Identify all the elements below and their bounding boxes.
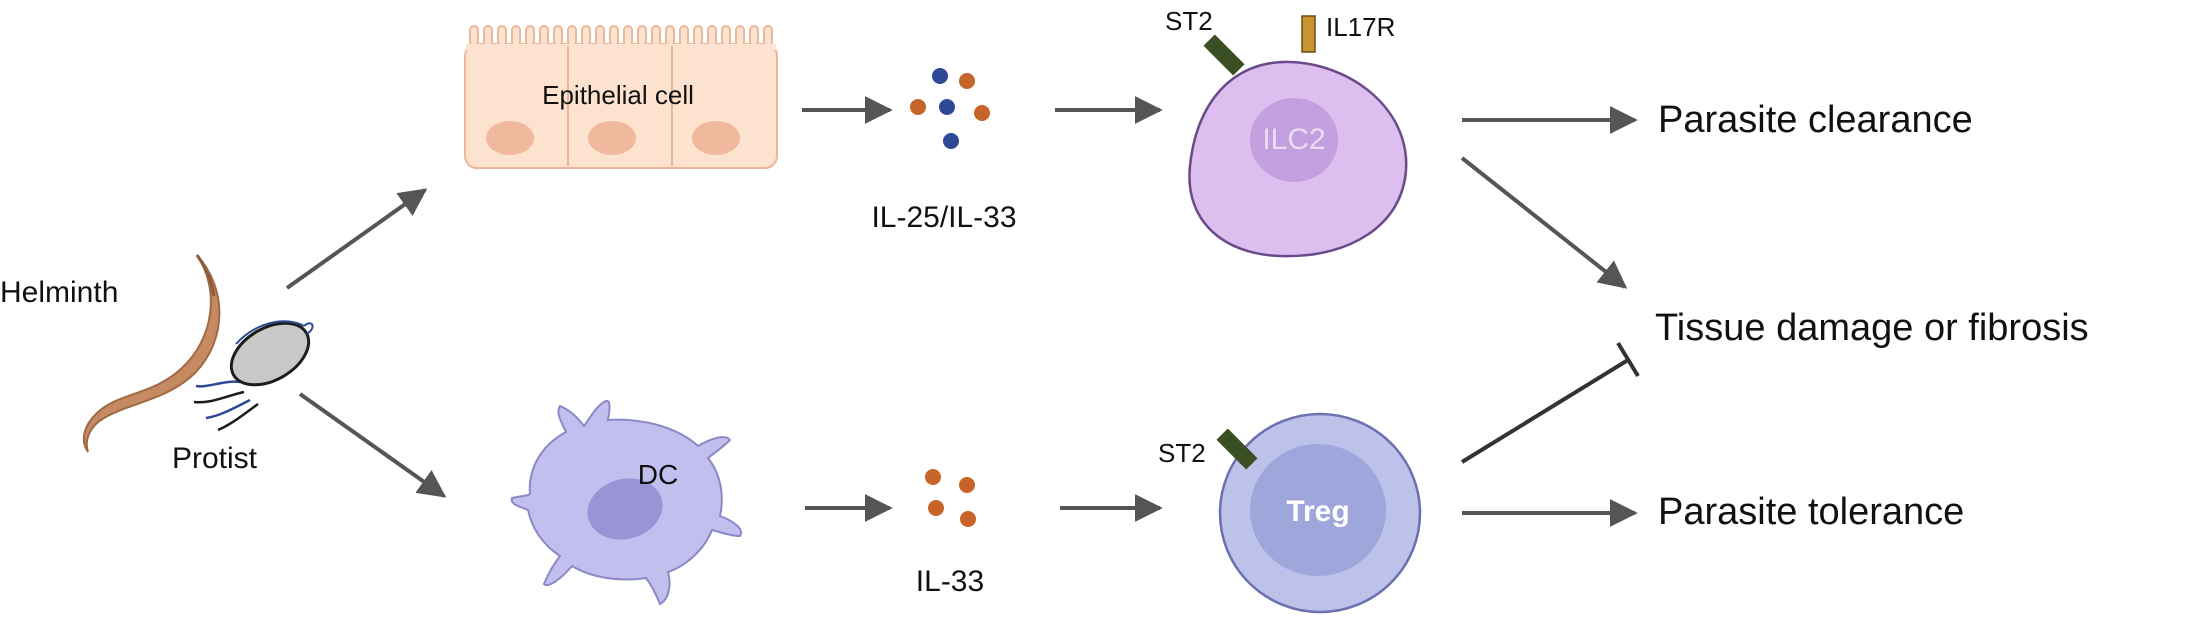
st2-label-ilc2: ST2	[1165, 6, 1213, 36]
helminth-label: Helminth	[0, 276, 118, 309]
il17r-receptor	[1301, 15, 1316, 53]
st2-receptor-treg	[1216, 428, 1258, 470]
il33-label: IL-33	[916, 565, 984, 598]
il17r-label: IL17R	[1326, 12, 1395, 42]
dc-label: DC	[638, 459, 678, 490]
epithelial-cells	[464, 25, 778, 169]
il33-cytokines	[925, 469, 976, 527]
arrow-to-dc	[298, 392, 447, 498]
arrow-to-epithelium	[285, 188, 428, 290]
il25-il33-label: IL-25/IL-33	[871, 201, 1016, 234]
protist-label: Protist	[172, 442, 258, 475]
helminth-worm-icon	[82, 254, 221, 453]
protist-icon	[193, 320, 314, 432]
treg-label: Treg	[1286, 495, 1349, 528]
arrow-ilc2-to-tissue-damage	[1460, 156, 1628, 289]
st2-label-treg: ST2	[1158, 438, 1206, 468]
epithelial-cell-label: Epithelial cell	[542, 80, 694, 110]
ilc2-cell	[1188, 60, 1408, 258]
outcome-parasite-tolerance: Parasite tolerance	[1658, 491, 1964, 533]
treg-cell	[1218, 412, 1422, 614]
st2-receptor-ilc2	[1203, 34, 1245, 76]
outcome-parasite-clearance: Parasite clearance	[1658, 99, 1973, 141]
dendritic-cell	[510, 399, 742, 606]
ilc2-label: ILC2	[1262, 123, 1325, 156]
il25-il33-cytokines	[910, 68, 990, 149]
outcome-tissue-damage: Tissue damage or fibrosis	[1655, 307, 2089, 349]
inhibition-treg-to-tissue-damage	[1460, 341, 1640, 464]
